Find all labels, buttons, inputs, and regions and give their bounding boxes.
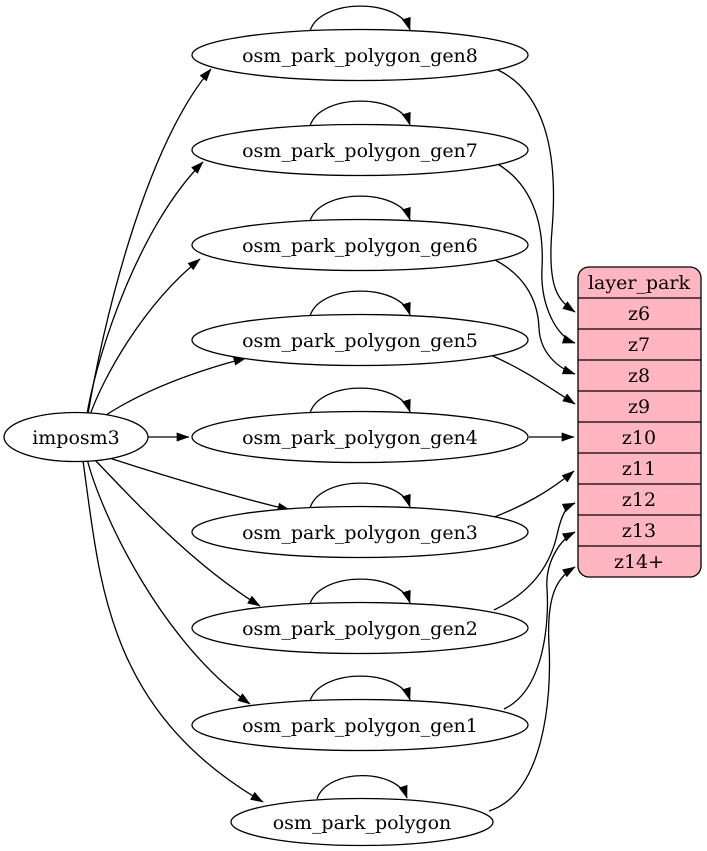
- edge-imposm3-to-gen3: [99, 454, 291, 512]
- node-gen7-ellipse: [191, 123, 529, 177]
- node-gen5-ellipse: [191, 313, 529, 367]
- node-polygon-label: osm_park_polygon: [273, 812, 452, 834]
- node-osm-park-polygon-gen3: osm_park_polygon_gen3: [191, 505, 529, 559]
- self-loop-gen3: [309, 482, 411, 509]
- node-gen8-ellipse: [191, 28, 529, 82]
- node-layer-park: layer_park z6 z7 z8 z9 z10 z11 z12 z13 z…: [577, 266, 702, 578]
- node-gen3-ellipse: [191, 505, 529, 559]
- self-loop-gen1: [309, 675, 411, 702]
- node-imposm3-ellipse: [3, 411, 149, 463]
- node-gen3-label: osm_park_polygon_gen3: [242, 522, 478, 544]
- self-loop-gen6: [309, 195, 411, 222]
- node-gen7-label: osm_park_polygon_gen7: [242, 140, 478, 162]
- node-gen2-ellipse: [191, 601, 529, 655]
- node-gen2-label: osm_park_polygon_gen2: [242, 618, 478, 640]
- edge-gen8-to-z6: [497, 69, 576, 313]
- node-osm-park-polygon-gen4: osm_park_polygon_gen4: [191, 410, 529, 464]
- self-loop-gen7: [309, 100, 411, 127]
- layer-row-z10: z10: [622, 427, 656, 449]
- edge-gen1-to-z13: [503, 531, 576, 710]
- node-gen5-label: osm_park_polygon_gen5: [242, 330, 478, 352]
- self-loop-edges: [309, 5, 411, 800]
- edge-imposm3-to-gen8: [87, 68, 212, 415]
- edge-polygon-to-z14: [488, 566, 576, 812]
- layer-row-z12: z12: [622, 489, 656, 511]
- edge-imposm3-to-gen5: [99, 356, 247, 420]
- node-gen8-label: osm_park_polygon_gen8: [242, 45, 478, 67]
- self-loop-gen8: [309, 5, 411, 32]
- node-osm-park-polygon-gen2: osm_park_polygon_gen2: [191, 601, 529, 655]
- node-osm-park-polygon-gen6: osm_park_polygon_gen6: [191, 218, 529, 272]
- edge-gen7-to-z7: [495, 162, 576, 344]
- node-gen1-ellipse: [191, 698, 529, 752]
- node-osm-park-polygon-gen8: osm_park_polygon_gen8: [191, 28, 529, 82]
- node-osm-park-polygon-gen1: osm_park_polygon_gen1: [191, 698, 529, 752]
- layer-row-z13: z13: [622, 520, 656, 542]
- node-imposm3-label: imposm3: [32, 427, 120, 449]
- edges-to-layer: [485, 69, 576, 812]
- layer-row-z6: z6: [628, 303, 650, 325]
- edge-gen2-to-z12: [493, 502, 576, 611]
- self-loop-polygon: [316, 774, 408, 800]
- layer-row-z7: z7: [628, 334, 650, 356]
- edges-from-source: [82, 68, 291, 803]
- layer-park-title: layer_park: [588, 272, 691, 294]
- self-loop-gen4: [309, 387, 411, 414]
- edge-imposm3-to-gen7: [86, 161, 204, 415]
- node-osm-park-polygon: osm_park_polygon: [230, 797, 494, 847]
- edge-imposm3-to-gen2: [91, 456, 261, 607]
- node-gen4-label: osm_park_polygon_gen4: [242, 427, 478, 449]
- self-loop-gen2: [309, 578, 411, 605]
- self-loop-gen5: [309, 290, 411, 317]
- edge-gen3-to-z11: [488, 470, 575, 520]
- layer-row-z14: z14+: [614, 551, 664, 573]
- node-gen1-label: osm_park_polygon_gen1: [242, 715, 478, 737]
- node-gen6-ellipse: [191, 218, 529, 272]
- layer-row-z8: z8: [628, 365, 650, 387]
- edge-imposm3-to-polygon: [82, 460, 264, 803]
- edge-imposm3-to-gen1: [86, 458, 251, 705]
- layer-row-z11: z11: [622, 458, 656, 480]
- node-polygon-ellipse: [230, 797, 494, 847]
- edge-imposm3-to-gen6: [89, 258, 201, 416]
- node-osm-park-polygon-gen5: osm_park_polygon_gen5: [191, 313, 529, 367]
- node-imposm3: imposm3: [3, 411, 149, 463]
- node-gen6-label: osm_park_polygon_gen6: [242, 235, 478, 257]
- node-gen4-ellipse: [191, 410, 529, 464]
- layer-row-z9: z9: [628, 396, 650, 418]
- node-osm-park-polygon-gen7: osm_park_polygon_gen7: [191, 123, 529, 177]
- edge-gen5-to-z9: [485, 352, 576, 405]
- edge-gen6-to-z8: [490, 257, 576, 375]
